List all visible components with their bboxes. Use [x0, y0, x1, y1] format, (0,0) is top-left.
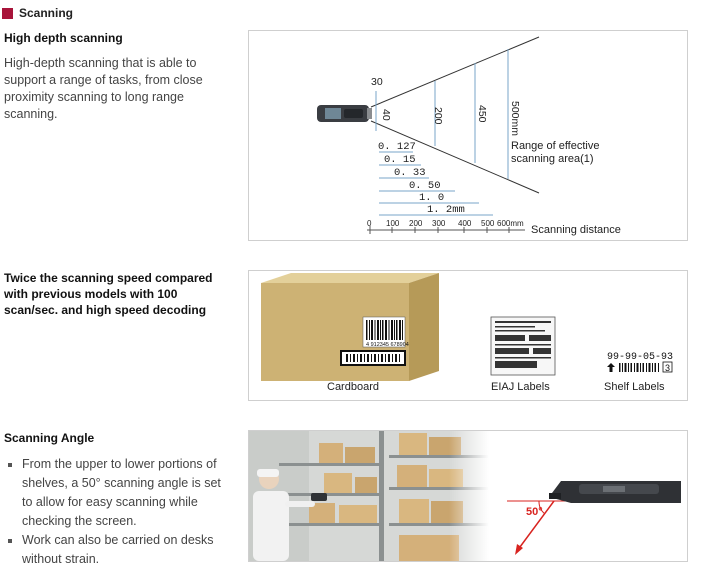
range-label-line2: scanning area(1)	[511, 153, 594, 165]
section-title-text: Scanning	[19, 6, 74, 20]
handheld-scanner-icon	[317, 105, 372, 122]
bullet-icon	[8, 463, 12, 467]
distance-300: 300	[432, 219, 446, 228]
scanner-angle-diagram: 50°	[507, 481, 681, 555]
distance-100: 100	[386, 219, 400, 228]
angle-bullet-list: From the upper to lower portions of shel…	[4, 455, 229, 569]
distance-500: 500	[481, 219, 495, 228]
width-label-450: 450	[476, 105, 488, 123]
width-label-30: 30	[371, 76, 383, 88]
angle-illustration: 50°	[249, 431, 681, 561]
depth-diagram: 30 40 200 450 500mm Range of effective s…	[317, 36, 621, 236]
cardboard-barcode-number: 4 912345 678904	[366, 342, 409, 348]
angle-bullet-item: Work can also be carried on desks withou…	[4, 531, 229, 569]
depth-description: High-depth scanning that is able to supp…	[4, 56, 203, 121]
eiaj-label-image	[490, 316, 556, 376]
shelf-code-text: 99-99-05-93	[607, 352, 673, 363]
handheld-scanner-icon	[549, 481, 681, 503]
resolution-12mm: 1. 2mm	[427, 204, 465, 216]
angle-bullet-item: From the upper to lower portions of shel…	[4, 455, 229, 531]
barcode-targets: 4 912345 678904	[261, 273, 679, 381]
width-label-200: 200	[432, 107, 444, 125]
angle-arrow-icon	[515, 544, 523, 555]
angle-panel: 50°	[248, 430, 688, 562]
eiaj-labels-label: EIAJ Labels	[491, 381, 550, 393]
warehouse-shelves-image	[249, 431, 489, 561]
angle-heading: Scanning Angle	[4, 431, 95, 445]
bullet-icon	[8, 539, 12, 543]
resolution-0127: 0. 127	[378, 141, 416, 153]
width-label-40: 40	[380, 109, 392, 121]
angle-label: 50°	[526, 506, 543, 518]
depth-heading: High depth scanning	[4, 31, 123, 45]
resolution-033: 0. 33	[394, 167, 426, 179]
cardboard-label: Cardboard	[327, 381, 379, 393]
depth-diagram-panel: 30 40 200 450 500mm Range of effective s…	[248, 30, 688, 241]
distance-600mm: 600mm	[497, 219, 524, 228]
distance-0: 0	[367, 219, 372, 228]
cardboard-box-image: 4 912345 678904	[261, 273, 439, 381]
section-title: Scanning	[2, 6, 73, 20]
distance-200: 200	[409, 219, 423, 228]
scanning-distance-label: Scanning distance	[531, 224, 621, 236]
resolution-015: 0. 15	[384, 154, 416, 166]
resolution-050: 0. 50	[409, 180, 441, 192]
speed-heading: Twice the scanning speed compared with p…	[4, 271, 213, 317]
section-marker	[2, 7, 13, 19]
resolution-10: 1. 0	[419, 192, 444, 204]
width-label-500mm: 500mm	[509, 101, 521, 136]
shelf-labels-label: Shelf Labels	[604, 381, 665, 393]
up-arrow-icon	[607, 363, 615, 372]
speed-panel: 4 912345 678904	[248, 270, 688, 401]
shelf-box-digit: 3	[665, 363, 670, 373]
shelf-label-image: 99-99-05-93 3	[601, 345, 679, 377]
distance-400: 400	[458, 219, 472, 228]
range-label-line1: Range of effective	[511, 140, 599, 152]
